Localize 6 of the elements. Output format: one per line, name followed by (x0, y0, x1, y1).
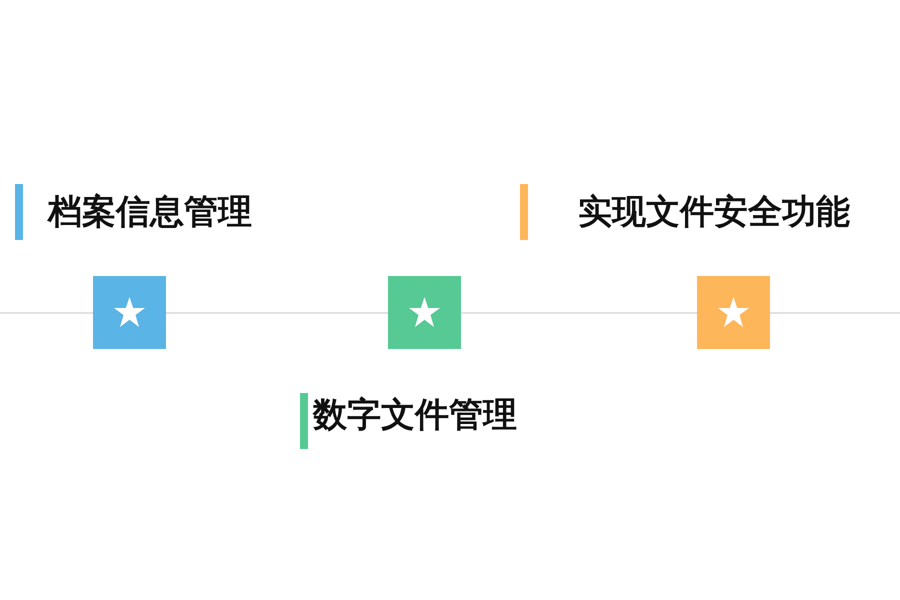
square-marker (93, 276, 166, 349)
heading-text: 数字文件管理 (313, 394, 517, 437)
heading-text: 实现文件安全功能 (578, 191, 850, 234)
square-marker (697, 276, 770, 349)
square-marker (388, 276, 461, 349)
heading-text: 档案信息管理 (48, 191, 252, 234)
